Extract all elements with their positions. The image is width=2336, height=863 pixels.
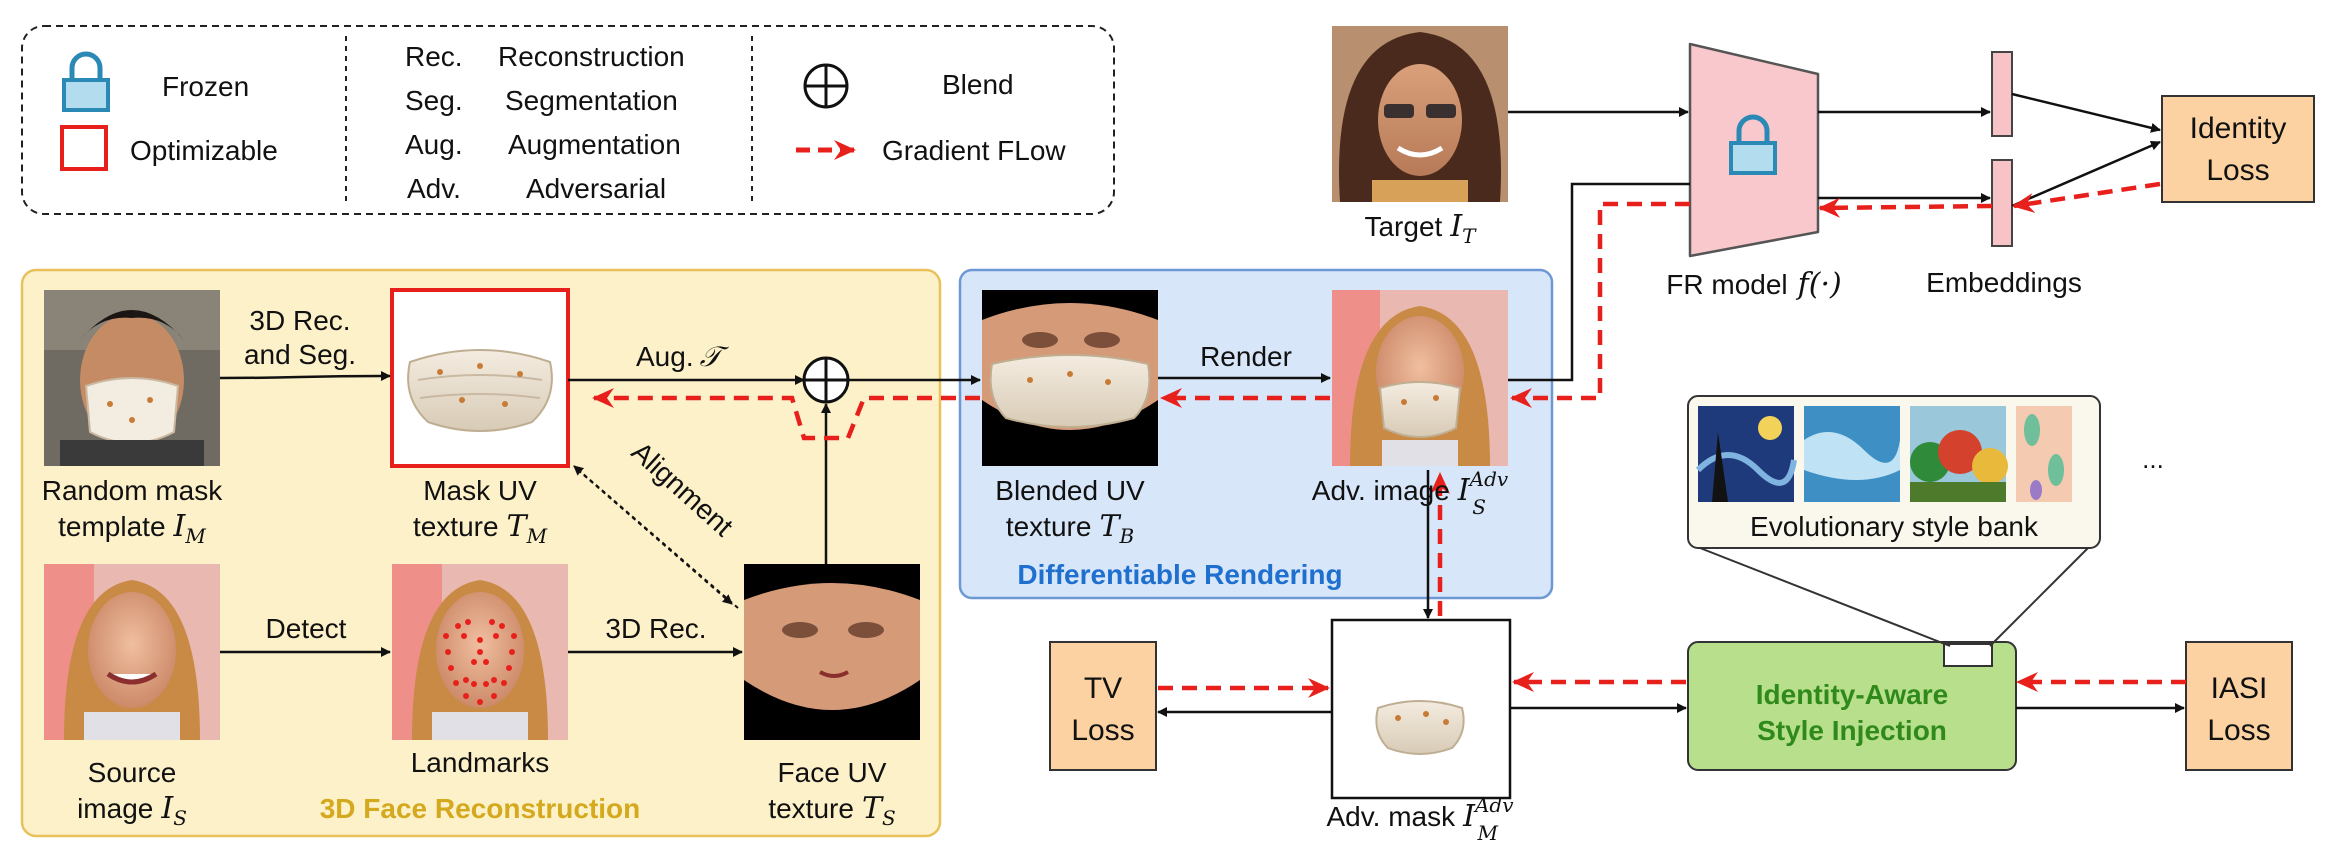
lock-icon: [62, 51, 110, 112]
adv-mask-image: [1330, 618, 1512, 800]
mask-uv-texture-image: [390, 288, 570, 468]
legend-blend: Blend: [942, 69, 1014, 100]
edge-aug: Aug.𝒯: [636, 340, 730, 373]
blend-node: [802, 356, 850, 404]
legend-abbr-rec: Rec.: [405, 41, 463, 72]
face-recon-title: 3D Face Reconstruction: [320, 793, 641, 824]
face-uv-texture-image: [744, 564, 920, 740]
legend-gradient: Gradient FLow: [882, 135, 1066, 166]
legend-frame: [21, 25, 1115, 215]
style-bank: ... Evolutionary style bank: [1687, 395, 2164, 549]
edge-rec-seg-2: and Seg.: [244, 339, 356, 370]
label-mask-uv-1: Mask UV: [423, 475, 537, 506]
legend-abbr-seg-long: Segmentation: [505, 85, 678, 116]
random-mask-template-image: [44, 290, 220, 466]
style-slot: [1943, 643, 1993, 667]
face-recon-panel: [20, 268, 942, 838]
source-image: [44, 564, 220, 740]
fr-model: [1688, 42, 1820, 258]
diff-render-title: Differentiable Rendering: [1017, 559, 1342, 590]
legend: Frozen Optimizable Rec. Reconstruction S…: [21, 25, 1115, 215]
edge-detect: Detect: [266, 613, 347, 644]
iasi-module: [1687, 641, 2017, 771]
embedding-target: [1991, 51, 2013, 137]
identity-loss-line1: Identity: [2190, 112, 2287, 145]
blended-uv-texture-image: [982, 290, 1158, 466]
iasi-loss-box: [2185, 641, 2293, 771]
style-thumb-starry-night: [1695, 406, 1797, 502]
identity-loss-box: [2161, 95, 2315, 203]
legend-abbr-rec-long: Reconstruction: [498, 41, 685, 72]
optimizable-frame: [390, 288, 570, 468]
edge-rec-seg-1: 3D Rec.: [249, 305, 350, 336]
label-blended-1: Blended UV: [995, 475, 1145, 506]
legend-abbr-adv: Adv.: [407, 173, 461, 204]
blend-icon: [803, 63, 849, 109]
tv-loss-line2: Loss: [1071, 714, 1134, 747]
style-bank-label: Evolutionary style bank: [1750, 511, 2039, 542]
edge-3d-rec: 3D Rec.: [605, 613, 706, 644]
tv-loss-box: [1049, 641, 1157, 771]
optimizable-swatch: [60, 125, 108, 171]
legend-abbr-seg: Seg.: [405, 85, 463, 116]
legend-optimizable: Optimizable: [130, 135, 278, 166]
lock-icon: [1729, 114, 1777, 175]
tv-loss-line1: TV: [1084, 672, 1122, 705]
iasi-loss-line1: IASI: [2211, 672, 2268, 705]
legend-abbr-aug: Aug.: [405, 129, 463, 160]
embedding-adv: [1991, 159, 2013, 247]
style-thumb-forest: [1910, 406, 2008, 502]
label-landmarks: Landmarks: [411, 747, 550, 778]
label-embeddings: Embeddings: [1926, 267, 2082, 298]
label-random-mask-1: Random mask: [42, 475, 224, 506]
iasi-title-line2: Style Injection: [1757, 715, 1947, 746]
label-source-1: Source: [88, 757, 177, 788]
legend-frozen: Frozen: [162, 71, 249, 102]
iasi-loss-line2: Loss: [2207, 714, 2270, 747]
adv-image: [1332, 290, 1508, 466]
edge-render: Render: [1200, 341, 1292, 372]
label-face-uv-1: Face UV: [778, 757, 887, 788]
iasi-title-line1: Identity-Aware: [1756, 679, 1948, 710]
style-thumb-leaf-pattern: [2016, 406, 2072, 502]
legend-abbr-aug-long: Augmentation: [508, 129, 681, 160]
style-thumb-blue-paint: [1804, 406, 1900, 502]
target-image: [1332, 26, 1508, 202]
identity-loss-line2: Loss: [2206, 154, 2269, 187]
legend-abbr-adv-long: Adversarial: [526, 173, 666, 204]
style-bank-more: ...: [2142, 444, 2164, 474]
landmarks-image: [392, 564, 568, 740]
